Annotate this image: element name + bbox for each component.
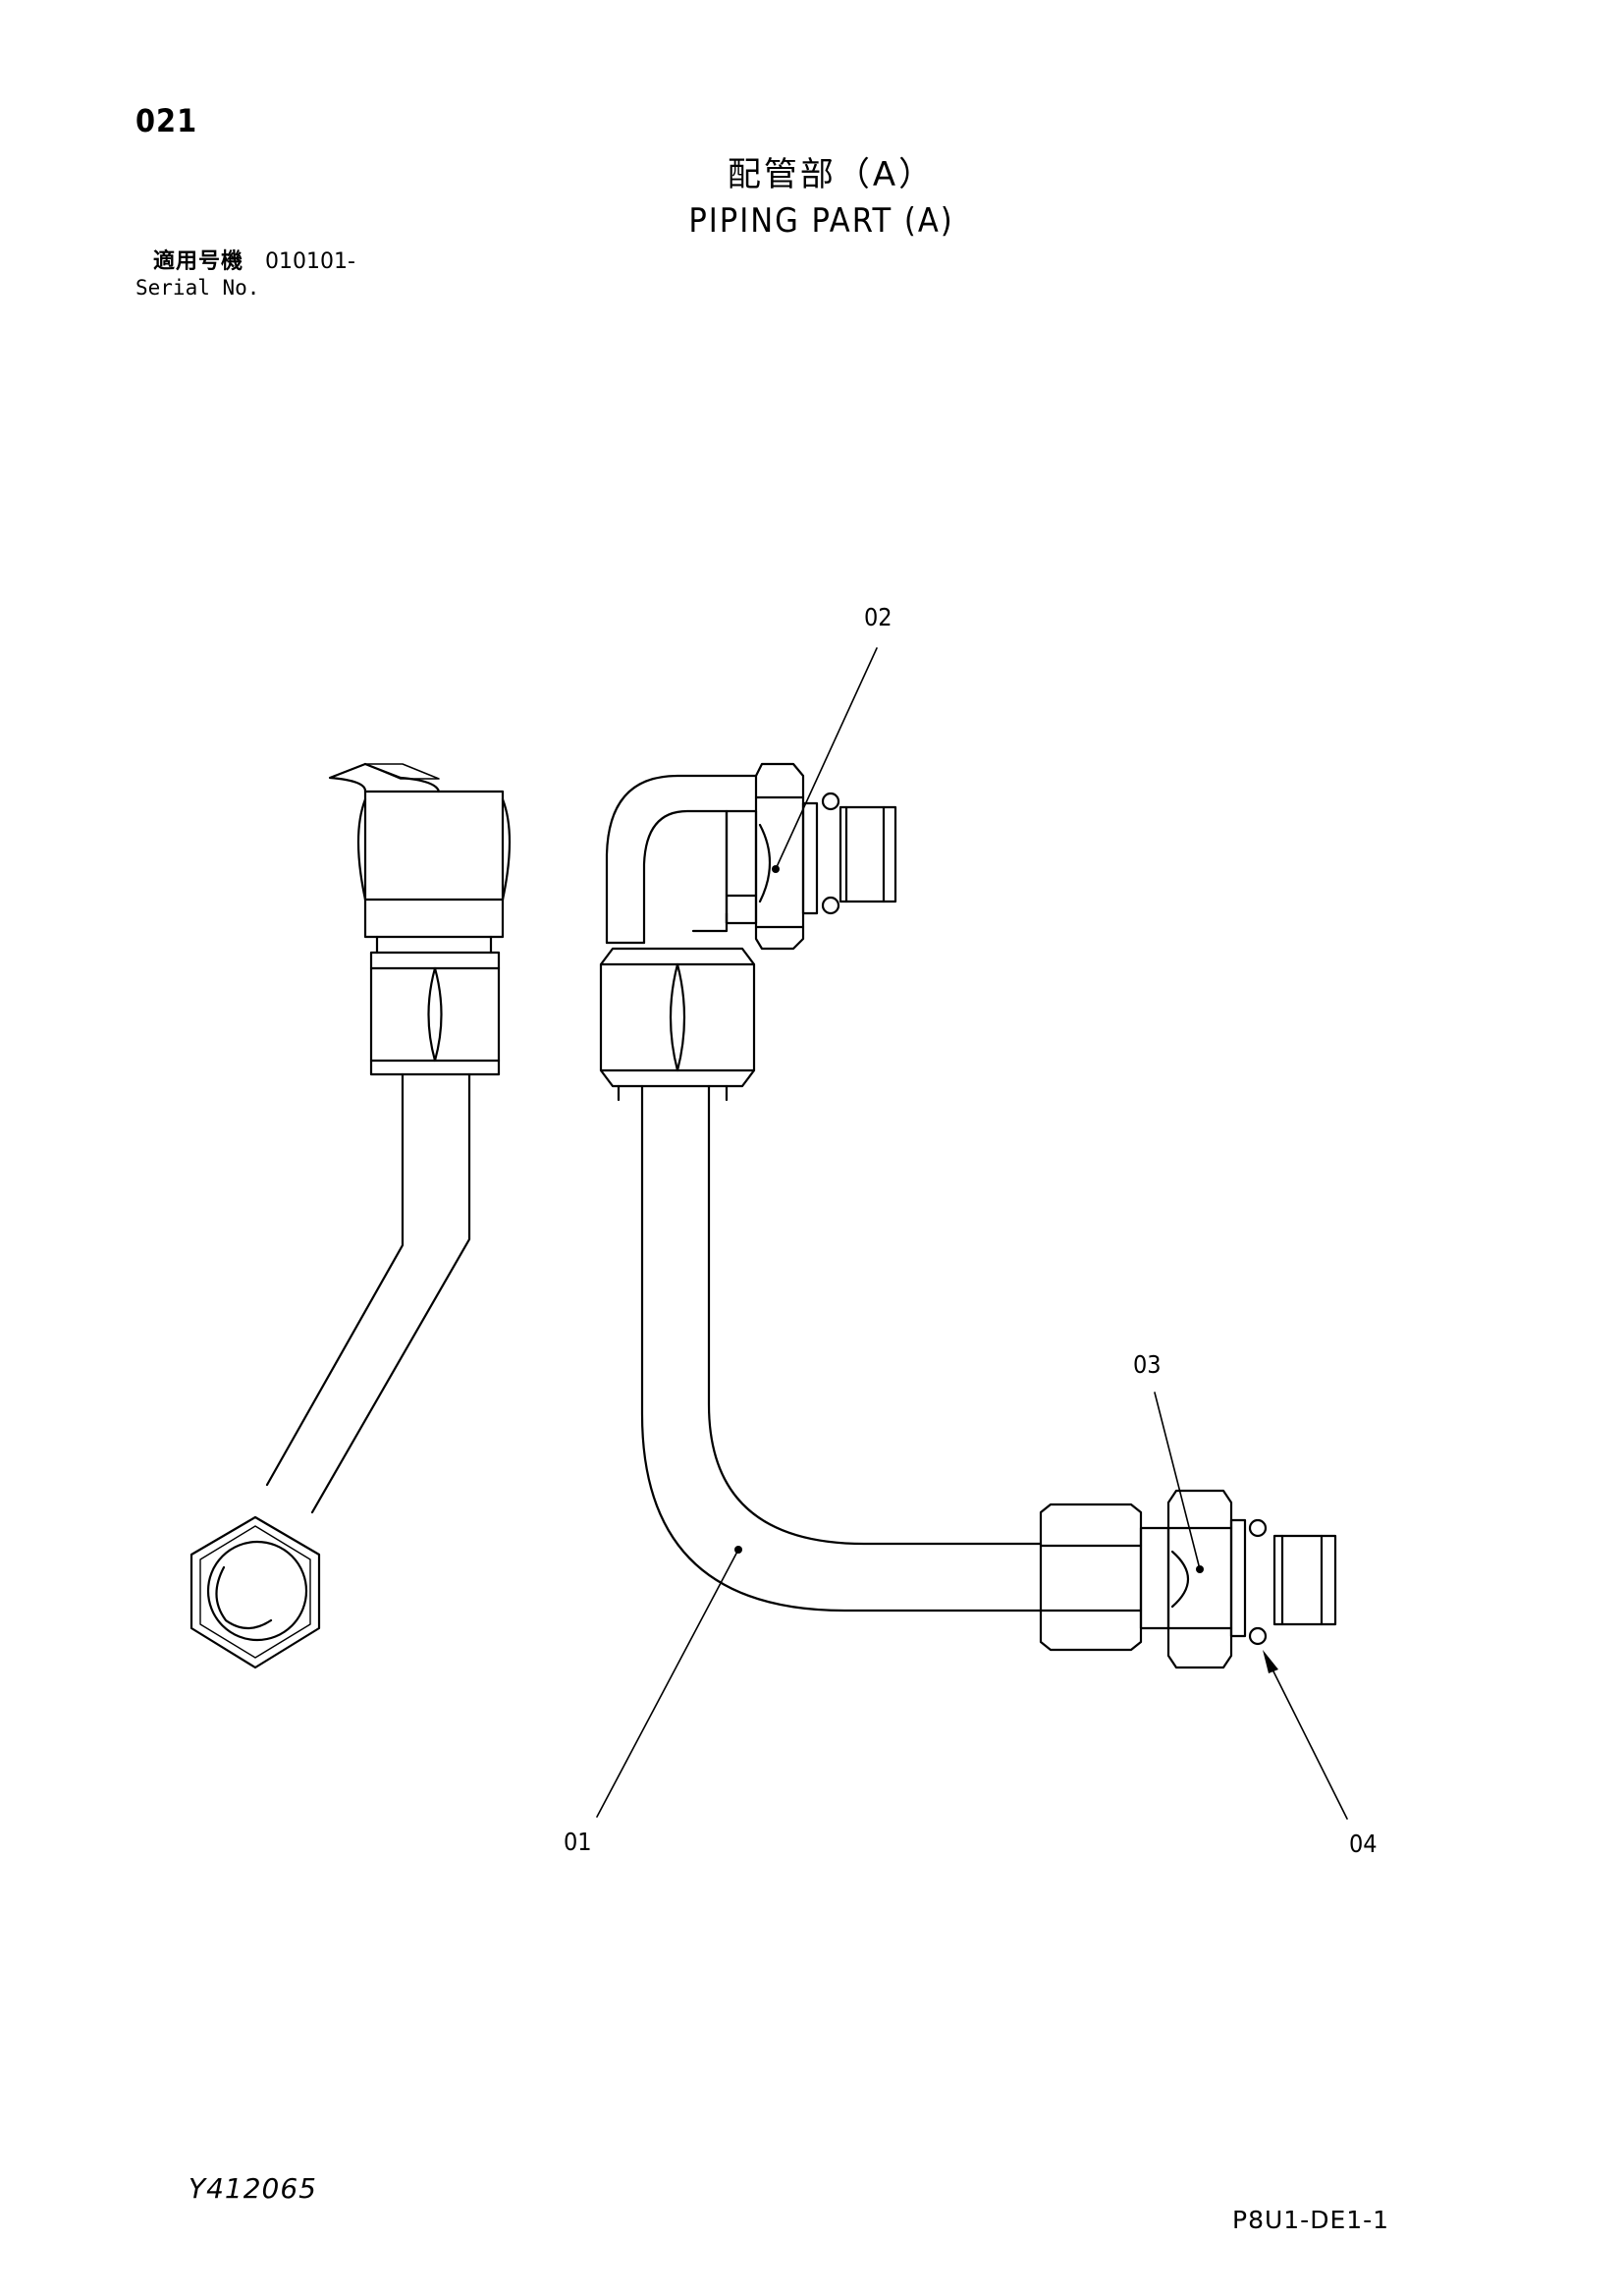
page-number: 021: [135, 102, 198, 139]
leader-dot-01: [734, 1546, 742, 1554]
leader-dot-02: [772, 865, 780, 873]
serial-label-en: Serial No.: [135, 276, 260, 300]
serial-row-jp: 適用号機 010101-: [135, 249, 355, 275]
page-title-jp: 配管部（A）: [727, 155, 936, 194]
serial-block: 適用号機 010101- Serial No.: [135, 249, 355, 301]
sheet-code: P8U1-DE1-1: [1232, 2206, 1390, 2234]
callout-04: 04: [1349, 1830, 1378, 1858]
page-title-en: PIPING PART (A): [688, 201, 954, 241]
leader-lines: [596, 647, 1348, 1820]
leader-dot-03: [1196, 1565, 1204, 1573]
fitting-02: [754, 762, 897, 951]
callout-02: 02: [864, 603, 893, 631]
serial-label-jp: 適用号機: [153, 249, 244, 274]
fitting-03: [1039, 1489, 1337, 1669]
title-block: 配管部（A） PIPING PART (A): [0, 147, 1623, 241]
callout-01: 01: [564, 1828, 592, 1856]
drawing-number: Y412065: [189, 2172, 317, 2205]
leader-arrow-04: [1263, 1650, 1278, 1673]
pipe-01: [599, 774, 1043, 1613]
left-pipe-assembly: [189, 762, 512, 1669]
callout-03: 03: [1133, 1350, 1162, 1379]
serial-value: 010101-: [265, 249, 355, 274]
